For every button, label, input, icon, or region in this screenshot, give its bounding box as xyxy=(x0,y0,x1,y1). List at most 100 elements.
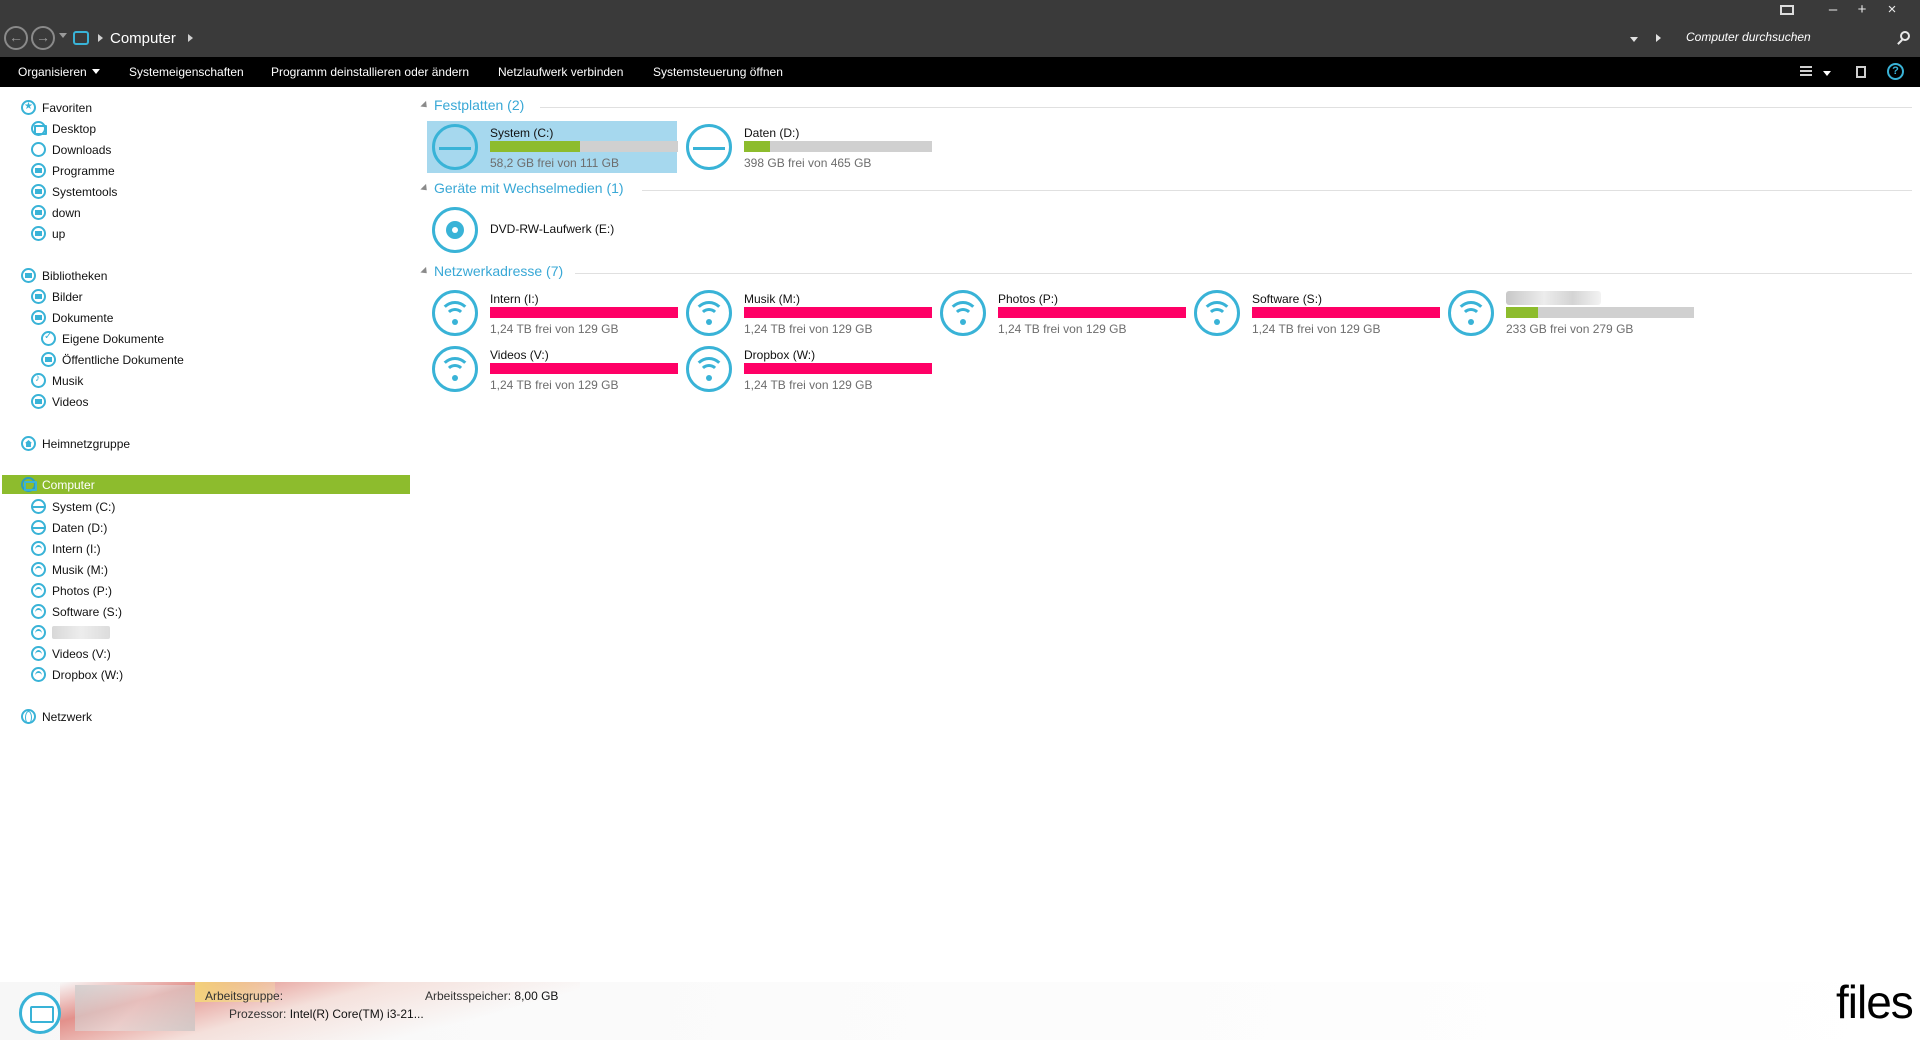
sidebar-item-label: Bibliotheken xyxy=(42,268,108,283)
sidebar-item-computer-selected[interactable]: Computer xyxy=(2,475,410,494)
window-menu-icon[interactable] xyxy=(1780,5,1794,15)
downloads-icon xyxy=(31,142,46,157)
view-options-dropdown-icon[interactable] xyxy=(1823,71,1831,76)
sidebar-item-down[interactable]: down xyxy=(31,202,81,223)
collapse-arrow-icon[interactable] xyxy=(420,183,430,194)
folder-icon xyxy=(31,226,46,241)
command-bar: Organisieren Systemeigenschaften Program… xyxy=(0,57,1920,87)
sidebar-item-favorites[interactable]: Favoriten xyxy=(21,97,92,118)
drive-tile-c[interactable]: System (C:) 58,2 GB frei von 111 GB xyxy=(427,121,678,173)
sidebar-item-drive-w[interactable]: Dropbox (W:) xyxy=(31,664,123,685)
organize-button[interactable]: Organisieren xyxy=(18,65,100,79)
sidebar-item-label: Photos (P:) xyxy=(52,583,113,598)
workgroup-field: Arbeitsgruppe: xyxy=(205,989,283,1003)
recent-pages-dropdown-icon[interactable] xyxy=(59,33,67,38)
system-properties-button[interactable]: Systemeigenschaften xyxy=(129,65,244,79)
sidebar-item-drive-d[interactable]: Daten (D:) xyxy=(31,517,107,538)
address-history-dropdown-icon[interactable] xyxy=(1630,37,1638,42)
sidebar-item-up[interactable]: up xyxy=(31,223,65,244)
drive-tile-w[interactable]: Dropbox (W:) 1,24 TB frei von 129 GB xyxy=(681,343,932,395)
sidebar-item-label: Computer xyxy=(42,477,95,492)
drive-tile-hidden[interactable]: 233 GB frei von 279 GB xyxy=(1443,287,1694,339)
sidebar-item-libraries[interactable]: Bibliotheken xyxy=(21,265,107,286)
drive-tile-v[interactable]: Videos (V:) 1,24 TB frei von 129 GB xyxy=(427,343,678,395)
drive-usage-bar xyxy=(744,363,932,374)
sidebar-item-drive-hidden[interactable] xyxy=(31,622,110,643)
drive-free-space: 1,24 TB frei von 129 GB xyxy=(490,378,619,392)
change-view-icon[interactable] xyxy=(1800,66,1812,78)
drive-tile-d[interactable]: Daten (D:) 398 GB frei von 465 GB xyxy=(681,121,932,173)
drive-tile-e[interactable]: DVD-RW-Laufwerk (E:) xyxy=(427,204,677,256)
open-control-panel-button[interactable]: Systemsteuerung öffnen xyxy=(653,65,783,79)
sidebar-item-videos[interactable]: Videos xyxy=(31,391,88,412)
organize-label: Organisieren xyxy=(18,65,87,79)
drive-usage-bar xyxy=(1252,307,1440,318)
drive-usage-bar xyxy=(744,307,932,318)
search-icon[interactable] xyxy=(1900,31,1910,41)
sidebar-item-computer[interactable]: Computer xyxy=(21,474,95,495)
sidebar-item-homegroup[interactable]: Heimnetzgruppe xyxy=(21,433,130,454)
drive-tile-m[interactable]: Musik (M:) 1,24 TB frei von 129 GB xyxy=(681,287,932,339)
drive-usage-fill xyxy=(490,363,678,374)
sidebar-item-drive-c[interactable]: System (C:) xyxy=(31,496,115,517)
network-drive-icon xyxy=(432,346,478,392)
sidebar-item-label: down xyxy=(52,205,81,220)
sidebar-item-downloads[interactable]: Downloads xyxy=(31,139,111,160)
sidebar-item-my-documents[interactable]: Eigene Dokumente xyxy=(41,328,164,349)
uninstall-program-button[interactable]: Programm deinstallieren oder ändern xyxy=(271,65,470,79)
sidebar-item-drive-p[interactable]: Photos (P:) xyxy=(31,580,112,601)
minimize-button[interactable]: – xyxy=(1828,1,1838,18)
search-input[interactable]: Computer durchsuchen xyxy=(1686,30,1811,44)
sidebar-item-programme[interactable]: Programme xyxy=(31,160,115,181)
refresh-arrow-icon[interactable] xyxy=(1656,34,1661,42)
forward-button[interactable]: → xyxy=(31,26,55,50)
processor-label: Prozessor: xyxy=(229,1007,287,1021)
sidebar-item-drive-m[interactable]: Musik (M:) xyxy=(31,559,108,580)
maximize-button[interactable]: + xyxy=(1857,1,1867,18)
network-drive-icon xyxy=(31,541,46,556)
network-drive-icon xyxy=(686,290,732,336)
hard-drive-icon xyxy=(432,124,478,170)
group-divider xyxy=(575,273,1912,274)
group-title: Geräte mit Wechselmedien (1) xyxy=(434,180,624,196)
dvd-disc-icon xyxy=(432,207,478,253)
sidebar-item-desktop[interactable]: Desktop xyxy=(31,118,96,139)
drive-usage-fill xyxy=(1506,307,1538,318)
collapse-arrow-icon[interactable] xyxy=(420,266,430,277)
sidebar-item-pictures[interactable]: Bilder xyxy=(31,286,83,307)
watermark-text: files xyxy=(1836,976,1914,1028)
network-drive-icon xyxy=(432,290,478,336)
drive-tile-i[interactable]: Intern (I:) 1,24 TB frei von 129 GB xyxy=(427,287,678,339)
group-divider xyxy=(642,190,1912,191)
breadcrumb-computer[interactable]: Computer xyxy=(110,30,176,47)
drive-name: DVD-RW-Laufwerk (E:) xyxy=(490,222,615,236)
computer-icon xyxy=(73,31,89,45)
network-drive-icon xyxy=(1448,290,1494,336)
breadcrumb-chevron-icon[interactable] xyxy=(98,34,103,42)
sidebar-item-label: Desktop xyxy=(52,121,97,136)
sidebar-item-label: Netzwerk xyxy=(42,709,93,724)
homegroup-icon xyxy=(21,436,36,451)
sidebar-item-public-documents[interactable]: Öffentliche Dokumente xyxy=(41,349,184,370)
close-button[interactable]: × xyxy=(1887,1,1897,18)
sidebar-item-music[interactable]: Musik xyxy=(31,370,83,391)
memory-field: Arbeitsspeicher: 8,00 GB xyxy=(425,989,558,1003)
sidebar-item-drive-v[interactable]: Videos (V:) xyxy=(31,643,111,664)
drive-tile-p[interactable]: Photos (P:) 1,24 TB frei von 129 GB xyxy=(935,287,1186,339)
sidebar-item-drive-i[interactable]: Intern (I:) xyxy=(31,538,101,559)
map-network-drive-button[interactable]: Netzlaufwerk verbinden xyxy=(498,65,624,79)
collapse-arrow-icon[interactable] xyxy=(420,100,430,111)
back-button[interactable]: ← xyxy=(4,26,28,50)
drive-tile-s[interactable]: Software (S:) 1,24 TB frei von 129 GB xyxy=(1189,287,1440,339)
sidebar-item-network[interactable]: Netzwerk xyxy=(21,706,92,727)
preview-pane-icon[interactable] xyxy=(1856,66,1866,78)
help-icon[interactable]: ? xyxy=(1887,63,1904,80)
drive-usage-fill xyxy=(998,307,1186,318)
network-drive-icon xyxy=(31,562,46,577)
sidebar-item-drive-s[interactable]: Software (S:) xyxy=(31,601,122,622)
drive-usage-bar xyxy=(744,141,932,152)
sidebar-item-systemtools[interactable]: Systemtools xyxy=(31,181,117,202)
breadcrumb-chevron-icon[interactable] xyxy=(188,34,193,42)
computer-icon xyxy=(21,477,37,492)
sidebar-item-documents[interactable]: Dokumente xyxy=(31,307,113,328)
